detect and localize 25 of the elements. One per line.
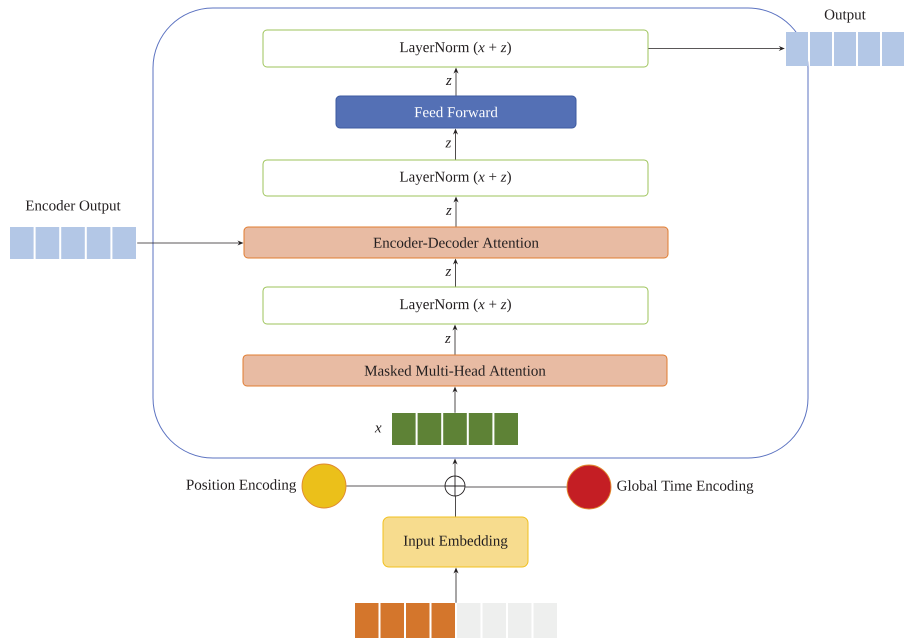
encoding-circle (566, 464, 612, 510)
embedding-box: Input Embedding (382, 516, 528, 568)
sum-symbol (444, 475, 466, 497)
node-caption: Position Encoding (186, 479, 296, 493)
node-caption: Global Time Encoding (617, 480, 754, 494)
layernorm-box: LayerNorm (x + z) (262, 160, 648, 196)
node-caption: Output (824, 9, 866, 23)
node-caption: Encoder Output (26, 200, 121, 214)
token-vector (355, 603, 557, 638)
encoding-circle (302, 464, 346, 508)
node-caption: x (374, 426, 382, 432)
edge-label: z (444, 336, 451, 343)
layernorm-box: LayerNorm (x + z) (262, 286, 648, 324)
feed-forward-box: Feed Forward (336, 96, 576, 128)
attention-box: Encoder-Decoder Attention (244, 226, 668, 258)
layernorm-box: LayerNorm (x + z) (262, 30, 648, 68)
edge-label: z (445, 269, 452, 276)
token-vector (392, 413, 518, 445)
attention-box: Masked Multi-Head Attention (242, 354, 668, 386)
edge-label: z (445, 140, 452, 148)
token-vector (786, 32, 904, 66)
decoder-block (152, 8, 808, 458)
token-vector (10, 227, 136, 259)
edge-label: z (446, 78, 452, 85)
edge-label: z (446, 208, 452, 215)
